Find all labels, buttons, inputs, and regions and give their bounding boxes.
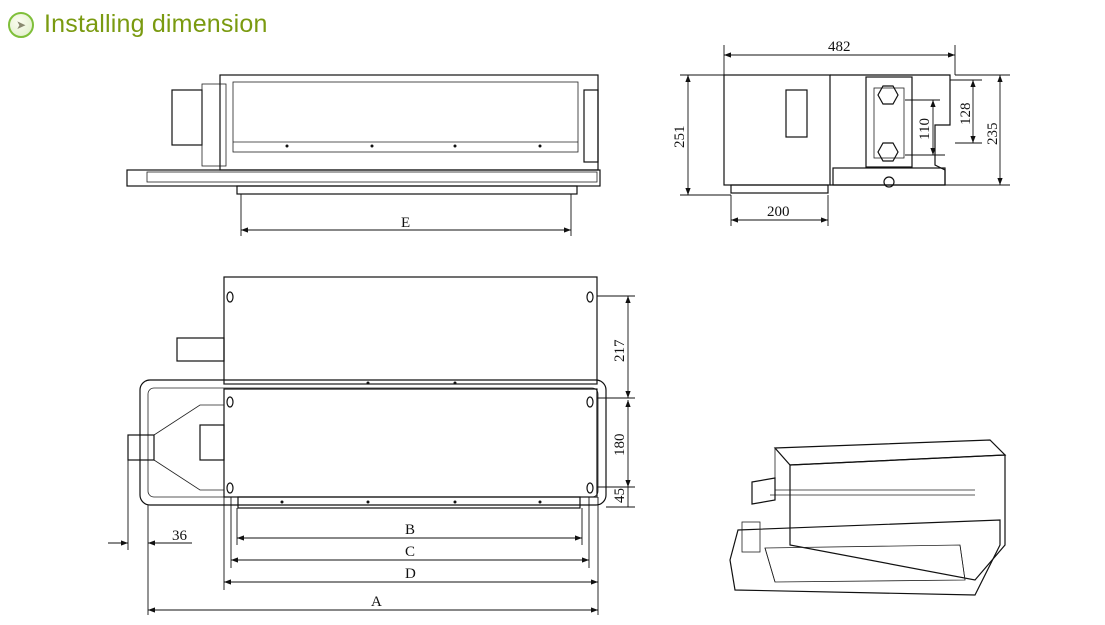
- dimension-180-label: 180: [612, 434, 628, 457]
- dimension-36-label: 36: [172, 528, 188, 544]
- dimension-251-label: 251: [672, 126, 688, 149]
- dimension-235-label: 235: [985, 123, 1001, 146]
- dimension-128-label: 128: [958, 103, 974, 126]
- isometric-view: [729, 439, 1007, 596]
- section-header: ➤ Installing dimension: [8, 10, 268, 39]
- dimension-d-label: D: [405, 566, 416, 582]
- dimension-b-label: B: [405, 522, 415, 538]
- plan-view: 217 180 45 36 B C D A: [108, 276, 635, 615]
- section-title: Installing dimension: [44, 10, 268, 38]
- end-view: 482 251 200 110 128 235: [672, 39, 1010, 226]
- dimension-45-label: 45: [612, 488, 628, 503]
- dimension-e-label: E: [401, 215, 410, 231]
- dimension-200-label: 200: [767, 204, 790, 220]
- chevron-right-icon: ➤: [8, 11, 34, 38]
- dimension-217-label: 217: [612, 339, 628, 362]
- side-view: E: [126, 74, 601, 236]
- dimension-a-label: A: [371, 594, 382, 610]
- dimension-110-label: 110: [917, 118, 933, 140]
- dimension-482-label: 482: [828, 39, 851, 55]
- dimension-c-label: C: [405, 544, 415, 560]
